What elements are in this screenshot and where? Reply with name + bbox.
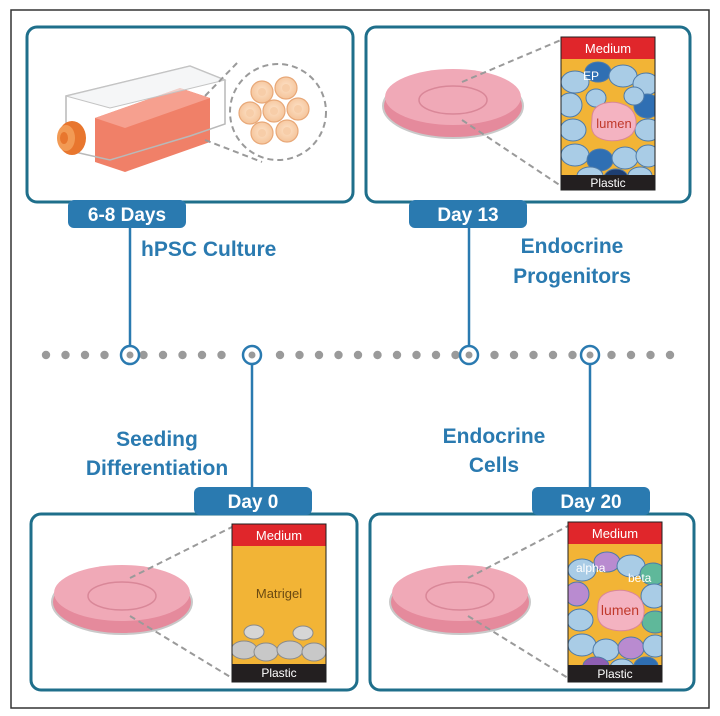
timeline-dot xyxy=(314,350,324,360)
timeline xyxy=(41,344,675,366)
timeline-dot xyxy=(529,350,538,360)
timeline-dot xyxy=(665,350,675,360)
timeline-dot xyxy=(373,350,382,360)
timeline-dot xyxy=(412,350,421,360)
badge-day0-label: Day 0 xyxy=(228,492,279,513)
timeline-dot xyxy=(217,350,226,360)
badge-day20 xyxy=(532,487,650,515)
timeline-dot xyxy=(80,350,90,360)
day20-title-1: Endocrine xyxy=(443,425,546,448)
day0-title-2: Differentiation xyxy=(86,457,228,480)
day13-panel xyxy=(561,37,655,190)
day13-lumen-label: lumen xyxy=(596,116,631,131)
timeline-dot xyxy=(61,350,70,360)
stage-day0: Seeding Differentiation Day 0 Medium Mat… xyxy=(29,364,359,692)
badge-day13-label: Day 13 xyxy=(437,205,498,226)
day0-matrigel-label: Matrigel xyxy=(256,586,302,601)
timeline-dot xyxy=(431,350,441,360)
timeline-dot xyxy=(197,350,207,360)
day13-title-1: Endocrine xyxy=(521,235,624,258)
timeline-dot xyxy=(275,350,285,360)
timeline-dot xyxy=(100,350,109,360)
stem-cell-colony xyxy=(238,76,310,145)
day20-title-2: Cells xyxy=(469,454,519,477)
petri-dish-icon xyxy=(389,565,531,635)
timeline-dot xyxy=(41,350,51,360)
timeline-dot xyxy=(646,350,655,360)
timeline-dot xyxy=(178,350,187,360)
timeline-dot xyxy=(139,350,148,360)
day13-plastic-label: Plastic xyxy=(590,176,625,190)
day20-beta-label: beta xyxy=(628,571,652,585)
timeline-dot xyxy=(295,350,304,360)
petri-dish-icon xyxy=(382,69,524,139)
day20-alpha-label: alpha xyxy=(576,561,606,575)
day0-title-1: Seeding xyxy=(116,428,198,451)
day13-title-2: Progenitors xyxy=(513,265,631,288)
badge-hpsc-label: 6-8 Days xyxy=(88,205,166,226)
timeline-dot xyxy=(509,350,519,360)
timeline-dot xyxy=(353,350,363,360)
day20-lumen-label: lumen xyxy=(601,602,639,618)
badge-day13 xyxy=(409,200,527,228)
stage-day20: Endocrine Cells Day 20 Medium a xyxy=(368,364,696,692)
day20-panel xyxy=(568,522,662,682)
timeline-dot xyxy=(568,350,577,360)
badge-day0 xyxy=(194,487,312,515)
timeline-dot xyxy=(607,350,616,360)
timeline-dot xyxy=(158,350,168,360)
day13-ep-label: EP xyxy=(583,69,599,83)
day0-panel xyxy=(232,524,326,682)
timeline-dot xyxy=(626,350,636,360)
day0-medium-label: Medium xyxy=(256,528,302,543)
stage-hpsc: 6-8 Days hPSC Culture xyxy=(25,25,355,345)
flask-icon xyxy=(57,65,227,172)
hpsc-title: hPSC Culture xyxy=(141,238,276,261)
timeline-dot xyxy=(451,350,460,360)
day0-plastic-label: Plastic xyxy=(261,666,296,680)
stage-day13: Medium EP lumen Plastic Day 13 Endocrine… xyxy=(364,25,692,345)
badge-hpsc xyxy=(68,200,186,228)
petri-dish-icon xyxy=(51,565,193,635)
day13-medium-label: Medium xyxy=(585,41,631,56)
badge-day20-label: Day 20 xyxy=(560,492,621,513)
timeline-dot xyxy=(334,350,343,360)
outer-frame xyxy=(10,9,710,709)
timeline-dot xyxy=(548,350,558,360)
timeline-dot xyxy=(392,350,402,360)
timeline-dot xyxy=(490,350,499,360)
day20-medium-label: Medium xyxy=(592,526,638,541)
day20-plastic-label: Plastic xyxy=(597,667,632,681)
